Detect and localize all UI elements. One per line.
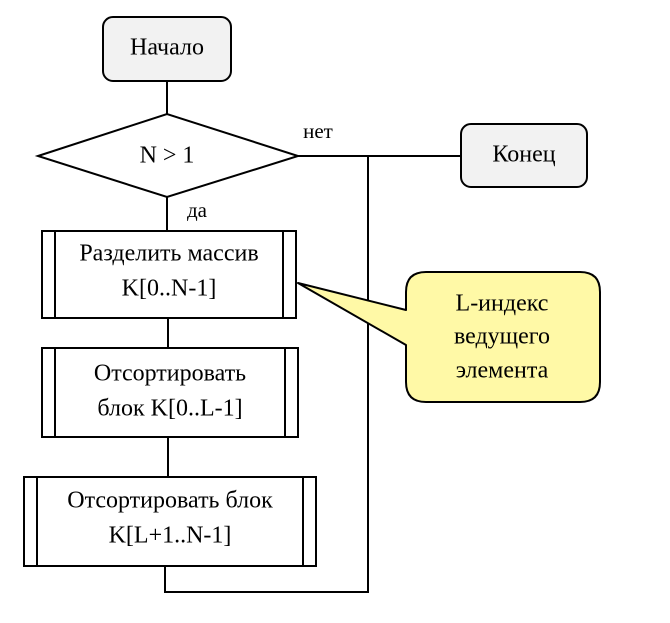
callout-shape xyxy=(297,271,601,403)
step-split-line1: Разделить массив xyxy=(79,241,258,267)
step-sort-left-line2: блок K[0..L-1] xyxy=(97,396,242,422)
step-sort-left-box xyxy=(41,347,299,438)
step-sort-right-line2: K[L+1..N-1] xyxy=(109,523,232,549)
connector-loop-back xyxy=(164,156,369,593)
condition-decision: N > 1 нет да xyxy=(34,112,333,222)
connectors xyxy=(164,82,461,593)
end-terminal: Конец xyxy=(460,123,588,188)
start-terminal: Начало xyxy=(102,16,232,82)
start-box xyxy=(102,16,232,82)
callout-line3: элемента xyxy=(456,358,549,384)
callout: L-индекс ведущего элемента xyxy=(297,271,601,403)
step-split-box xyxy=(41,230,297,319)
step-sort-right: Отсортировать блок K[L+1..N-1] xyxy=(23,476,317,567)
step-split: Разделить массив K[0..N-1] xyxy=(41,230,297,319)
start-label: Начало xyxy=(130,35,204,61)
step-sort-right-box xyxy=(23,476,317,567)
condition-label: N > 1 xyxy=(140,143,195,169)
condition-yes-label: да xyxy=(187,198,208,222)
step-split-line2: K[0..N-1] xyxy=(122,276,217,302)
end-label: Конец xyxy=(492,142,555,168)
condition-diamond xyxy=(34,112,302,199)
step-sort-right-line1: Отсортировать блок xyxy=(67,488,273,514)
callout-line2: ведущего xyxy=(454,324,550,350)
step-sort-left-line1: Отсортировать xyxy=(94,361,246,387)
callout-line1: L-индекс xyxy=(456,291,549,317)
end-box xyxy=(460,123,588,188)
condition-no-label: нет xyxy=(303,119,333,143)
step-sort-left: Отсортировать блок K[0..L-1] xyxy=(41,347,299,438)
